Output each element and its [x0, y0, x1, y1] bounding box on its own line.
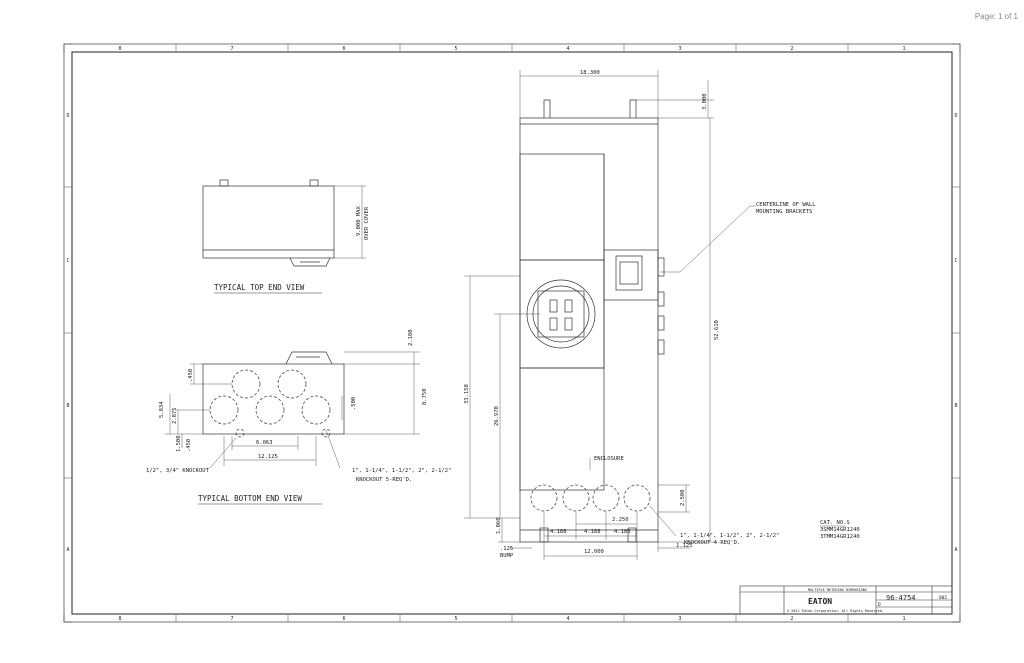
knockout-large-note-2: KNOCKOUT 5-REQ'D.: [356, 477, 412, 483]
front-knockout-note-1: 1", 1-1/4", 1-1/2", 2", 2-1/2": [680, 533, 779, 539]
front-knockout-note-2: KNOCKOUT 4-REQ'D.: [684, 540, 740, 546]
row-label: C: [954, 258, 957, 264]
bottom-dim-span: 12.125: [258, 454, 278, 460]
centerline-note-1: CENTERLINE OF WALL: [756, 202, 816, 208]
cat-no-2: 3TMM14GR1240: [820, 534, 860, 540]
sheet-size: D: [878, 602, 881, 608]
enclosure-label: ENCLOSURE: [594, 456, 624, 462]
col-label: 8: [118, 46, 121, 52]
col-label: 6: [342, 616, 345, 622]
front-dim-height: 52.610: [714, 320, 720, 340]
bottom-view-title: TYPICAL BOTTOM END VIEW: [198, 494, 302, 503]
col-label: 3: [678, 46, 681, 52]
front-dim-right-off: 1.125: [676, 543, 693, 549]
col-label: 4: [566, 46, 569, 52]
col-label: 4: [566, 616, 569, 622]
row-label: A: [66, 547, 69, 553]
eaton-logo: EATON: [808, 597, 832, 606]
front-dim-bump-val: .125: [500, 546, 513, 552]
centerline-note-2: MOUNTING BRACKETS: [756, 209, 812, 215]
top-view-depth-dim: 9.000 MAX: [356, 206, 362, 236]
revision: 002: [939, 595, 947, 601]
page-indicator: Page: 1 of 1: [974, 12, 1018, 21]
col-label: 5: [454, 616, 457, 622]
bottom-dim-depth: 8.750: [422, 388, 428, 405]
top-end-view: [202, 179, 366, 267]
bottom-dim-a: .450: [188, 369, 194, 382]
col-label: 6: [342, 46, 345, 52]
front-dim-ko-pitch-b: 4.188: [550, 529, 567, 535]
col-label: 3: [678, 616, 681, 622]
front-dim-lower: 33.150: [464, 384, 470, 404]
front-view: [519, 99, 665, 543]
knockout-large-note-1: 1", 1-1/4", 1-1/2", 2", 2-1/2": [352, 468, 451, 474]
col-label: 2: [790, 616, 793, 622]
row-label: B: [66, 403, 69, 409]
knockout-small-note: 1/2", 3/4" KNOCKOUT: [146, 468, 210, 474]
front-dim-meter: 26.970: [494, 406, 500, 426]
bottom-dim-d: 1.500: [176, 435, 182, 452]
col-label: 8: [118, 616, 121, 622]
front-dim-ko-span: 12.000: [584, 549, 604, 555]
row-label: D: [66, 113, 69, 119]
bottom-dim-f: .500: [351, 397, 357, 410]
row-label: A: [954, 547, 957, 553]
col-label: 1: [902, 46, 905, 52]
bottom-dim-top: 2.180: [408, 329, 414, 346]
front-dim-width: 18.300: [580, 70, 600, 76]
title-block: [739, 585, 953, 615]
title-desc: MULTIPLE METERING DIMENSIONS: [808, 588, 867, 592]
col-label: 7: [230, 46, 233, 52]
cat-title: CAT. NO.S: [820, 520, 850, 526]
front-dim-ko-height: 2.500: [680, 489, 686, 506]
col-label: 1: [902, 616, 905, 622]
bottom-dim-c: 2.875: [172, 407, 178, 424]
bottom-dim-spacing: 6.063: [256, 440, 273, 446]
col-label: 2: [790, 46, 793, 52]
copyright: © 2012 Eaton Corporation. All Rights Res…: [787, 609, 884, 613]
front-dim-base: 1.060: [496, 517, 502, 534]
col-label: 7: [230, 616, 233, 622]
front-dim-bracket: 3.000: [702, 93, 708, 110]
front-dimensions: [464, 70, 756, 560]
col-label: 5: [454, 46, 457, 52]
row-label: B: [954, 403, 957, 409]
bottom-dim-e: .450: [186, 439, 192, 452]
drawing-number: 96-4754: [886, 594, 916, 602]
bottom-end-view: [165, 351, 420, 469]
cat-no-1: 3SMM14GR1240: [820, 527, 860, 533]
bottom-dim-b: 5.834: [159, 401, 165, 418]
top-view-title: TYPICAL TOP END VIEW: [214, 283, 305, 292]
front-dim-ko-pitch-a: 2.250: [612, 517, 629, 523]
top-view-depth-note: OVER COVER: [364, 206, 370, 240]
row-label: C: [66, 258, 69, 264]
row-label: D: [954, 113, 957, 119]
front-dim-bump-label: BUMP: [500, 553, 514, 559]
front-dim-ko-pitch-d: 4.188: [614, 529, 631, 535]
front-dim-ko-pitch-c: 4.188: [584, 529, 601, 535]
